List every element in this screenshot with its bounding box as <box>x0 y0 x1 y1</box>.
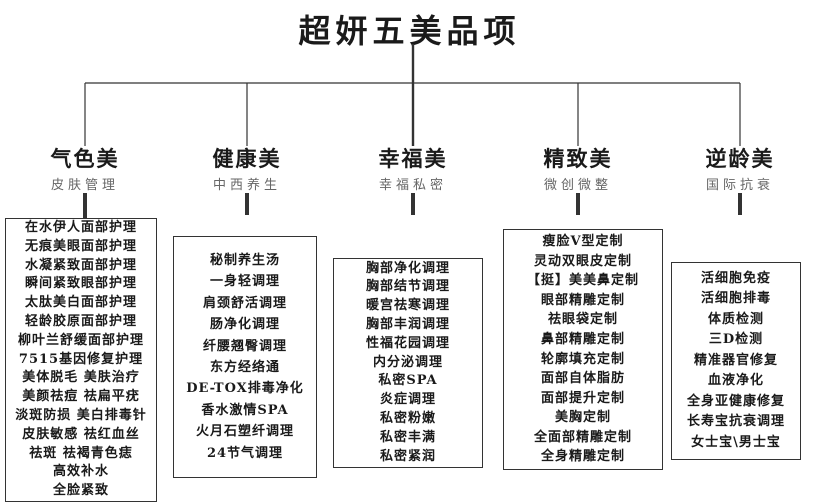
list-item: 在水伊人面部护理 <box>24 220 137 236</box>
list-item: 活细胞排毒 <box>700 291 771 307</box>
list-item: 美体脱毛 美肤治疗 <box>22 370 140 386</box>
list-item: 水凝紧致面部护理 <box>24 257 137 273</box>
branch-name: 精致美 <box>543 146 613 171</box>
branch-name: 健康美 <box>212 146 282 171</box>
list-item: 女士宝\男士宝 <box>691 434 781 450</box>
list-item: 柳叶兰舒缓面部护理 <box>17 332 144 348</box>
list-item: 祛眼袋定制 <box>547 312 618 328</box>
list-item: 胸部结节调理 <box>365 279 450 295</box>
list-item: 面部提升定制 <box>540 390 625 406</box>
list-item: 轻龄胶原面部护理 <box>24 314 137 329</box>
list-item: DE-TOX排毒净化 <box>186 381 304 397</box>
list-item: 无痕美眼面部护理 <box>24 238 137 254</box>
list-item: 全身亚健康修复 <box>686 393 785 409</box>
list-item: 活细胞免疫 <box>700 270 771 286</box>
list-item: 7515基因修复护理 <box>18 351 144 367</box>
list-item: 全面部精雕定制 <box>533 429 632 445</box>
branch-2-item-box: 秘制养生汤一身轻调理肩颈舒活调理肠净化调理纤腰翘臀调理东方经络通 DE-TOX排毒… <box>173 236 317 478</box>
branch-subtitle: 微创微整 <box>543 178 612 193</box>
chart-title: 超妍五美品项 <box>298 12 521 50</box>
list-item: 香水激情SPA <box>201 402 289 418</box>
list-item: 私密粉嫩 <box>379 410 436 426</box>
list-item: 秘制养生汤 <box>209 252 280 268</box>
list-item: 全脸紧致 <box>52 483 109 499</box>
list-item: 【挺】美美鼻定制 <box>526 273 639 289</box>
list-item: 胸部丰润调理 <box>365 317 450 332</box>
list-item: 全身精雕定制 <box>540 449 625 465</box>
list-item: 皮肤敏感 祛红血丝 <box>22 426 140 442</box>
branch-4-item-box: 瘦脸V型定制灵动双眼皮定制【挺】美美鼻定制眼部精雕定制祛眼袋定制鼻部精雕定制轮廓… <box>503 229 663 470</box>
branch-5-item-box: 活细胞免疫活细胞排毒体质检测三D检测精准器官修复血液净化全身亚健康修复长寿宝抗衰… <box>671 262 801 460</box>
list-item: 火月石塑纤调理 <box>195 424 294 440</box>
list-item: 私密紧润 <box>379 448 436 464</box>
list-item: 一身轻调理 <box>209 274 280 290</box>
list-item: 美颜祛痘 祛扁平疣 <box>22 389 140 405</box>
list-item: 眼部精雕定制 <box>540 292 625 308</box>
branch-4-header: 精致美 微创微整 <box>493 146 663 194</box>
list-item: 纤腰翘臀调理 <box>202 338 287 354</box>
branch-name: 幸福美 <box>378 146 448 171</box>
branch-3-header: 幸福美 幸福私密 <box>328 146 498 194</box>
branch-1-header: 气色美 皮肤管理 <box>0 146 170 194</box>
list-item: 高效补水 <box>52 464 109 480</box>
list-item: 暖宫祛寒调理 <box>365 298 450 314</box>
list-item: 太肽美白面部护理 <box>24 295 137 311</box>
list-item: 灵动双眼皮定制 <box>533 253 632 269</box>
list-item: 血液净化 <box>707 373 764 389</box>
list-item: 体质检测 <box>707 311 764 327</box>
list-item: 瞬间紧致眼部护理 <box>24 276 137 292</box>
list-item: 炎症调理 <box>379 392 436 408</box>
list-item: 内分泌调理 <box>372 354 443 370</box>
list-item: 精准器官修复 <box>693 352 778 368</box>
branch-subtitle: 皮肤管理 <box>50 178 119 193</box>
list-item: 三D检测 <box>708 332 764 348</box>
list-item: 肩颈舒活调理 <box>202 295 287 311</box>
branch-name: 气色美 <box>50 146 120 171</box>
list-item: 轮廓填充定制 <box>540 351 625 367</box>
branch-name: 逆龄美 <box>705 146 775 171</box>
list-item: 淡斑防损 美白排毒针 <box>15 407 147 423</box>
branch-1-item-box: 在水伊人面部护理无痕美眼面部护理水凝紧致面部护理瞬间紧致眼部护理太肽美白面部护理… <box>5 218 157 502</box>
branch-5-header: 逆龄美 国际抗衰 <box>655 146 819 194</box>
list-item: 东方经络通 <box>209 360 280 375</box>
list-item: 美胸定制 <box>554 410 611 426</box>
list-item: 面部自体脂肪 <box>540 371 625 387</box>
list-item: 私密SPA <box>378 373 438 389</box>
branch-subtitle: 中西养生 <box>212 178 281 193</box>
list-item: 祛斑 祛褐青色痣 <box>29 445 133 461</box>
list-item: 长寿宝抗衰调理 <box>686 414 785 430</box>
branch-2-header: 健康美 中西养生 <box>162 146 332 194</box>
list-item: 肠净化调理 <box>209 317 280 333</box>
list-item: 鼻部精雕定制 <box>540 331 625 347</box>
list-item: 24节气调理 <box>206 445 284 461</box>
list-item: 性福花园调理 <box>365 335 450 351</box>
list-item: 私密丰满 <box>379 429 436 445</box>
list-item: 瘦脸V型定制 <box>542 233 624 249</box>
branch-3-item-box: 胸部净化调理胸部结节调理暖宫祛寒调理胸部丰润调理性福花园调理内分泌调理私密SPA… <box>333 258 483 468</box>
list-item: 胸部净化调理 <box>365 260 450 276</box>
branch-subtitle: 幸福私密 <box>378 178 447 193</box>
branch-subtitle: 国际抗衰 <box>705 178 774 193</box>
